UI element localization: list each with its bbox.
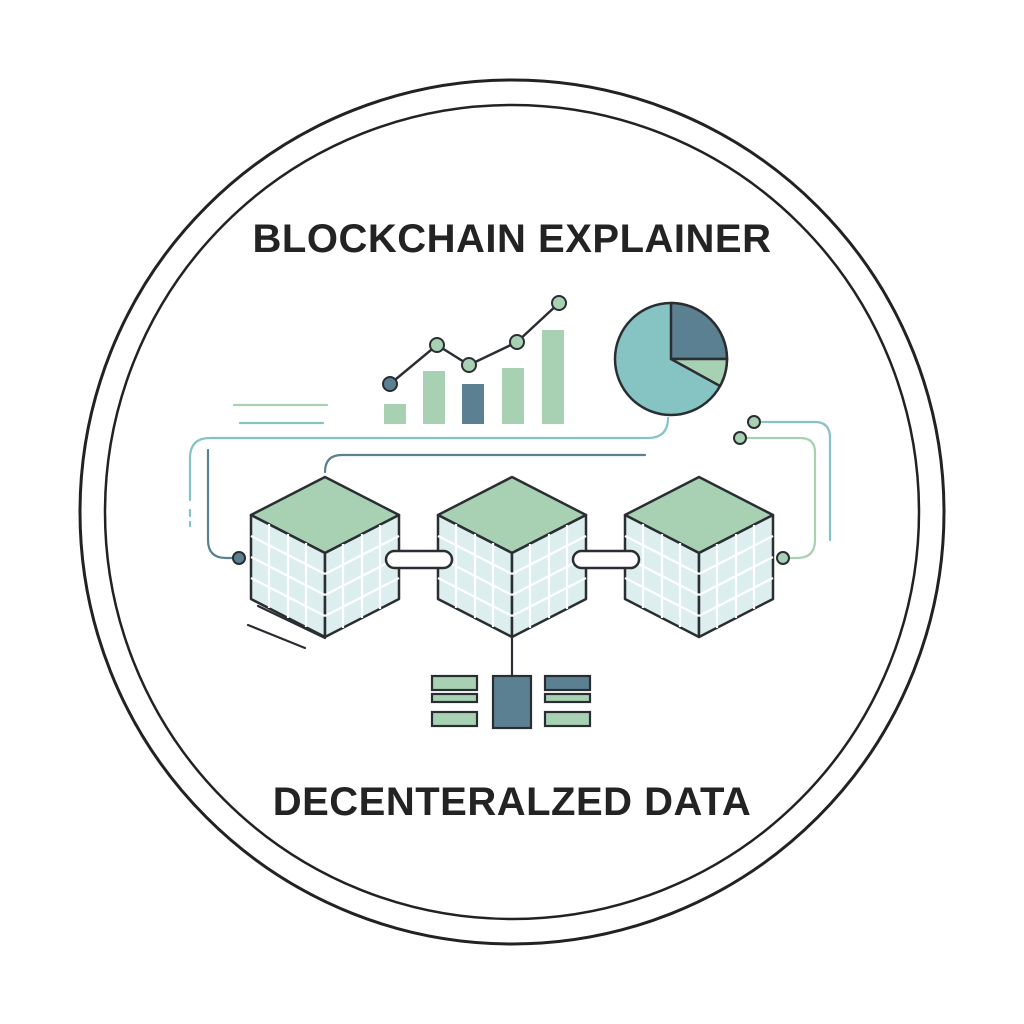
wire-left-loop: [188, 416, 670, 502]
trend-point-1: [382, 376, 398, 392]
trend-line: [389, 302, 560, 385]
cube-block-icon-1: [249, 475, 401, 639]
chain-link-icon-2: [571, 549, 641, 570]
inner-ring: [103, 103, 921, 921]
trend-point-4: [509, 334, 525, 350]
chain-link-icon-1: [384, 549, 454, 570]
wire-left-drop: [206, 448, 240, 560]
bar-2: [423, 371, 445, 424]
wire-right-outer: [760, 420, 832, 542]
ledger-core: [491, 674, 533, 730]
cube-block-icon-3: [623, 475, 775, 639]
badge-title: BLOCKCHAIN EXPLAINER: [253, 217, 772, 261]
trend-point-5: [551, 295, 567, 311]
badge-caption: DECENTERALZED DATA: [273, 780, 752, 824]
outer-ring: [78, 78, 946, 946]
node-left: [232, 551, 246, 565]
node-right-top-2: [733, 431, 747, 445]
pie-chart-icon: [613, 301, 729, 417]
wire-right-inner: [744, 436, 817, 560]
trend-point-3: [461, 357, 477, 373]
data-ledger-icon: [430, 637, 592, 730]
bar-1: [384, 404, 406, 424]
bar-4: [502, 368, 524, 424]
trend-point-2: [429, 337, 445, 353]
bar-5: [542, 330, 564, 424]
node-right-top-1: [747, 415, 761, 429]
wire-mid-top: [323, 453, 647, 474]
ledger-row-left-bottom: [430, 710, 479, 728]
ledger-row-right-mid: [543, 692, 592, 704]
ledger-row-left-mid: [430, 692, 479, 704]
line-bar-chart-icon: [382, 295, 567, 424]
node-right: [776, 551, 790, 565]
ledger-row-right-top: [543, 674, 592, 692]
cube-2-grid: [437, 524, 587, 628]
wire-bottom-left-2: [246, 623, 307, 650]
pie-slice-dark: [669, 301, 729, 361]
bar-3: [462, 384, 484, 424]
cube-block-icon-2: [436, 475, 588, 639]
ledger-row-left-top: [430, 674, 479, 692]
pie-slice-light: [669, 357, 729, 388]
ledger-row-right-bottom: [543, 710, 592, 728]
